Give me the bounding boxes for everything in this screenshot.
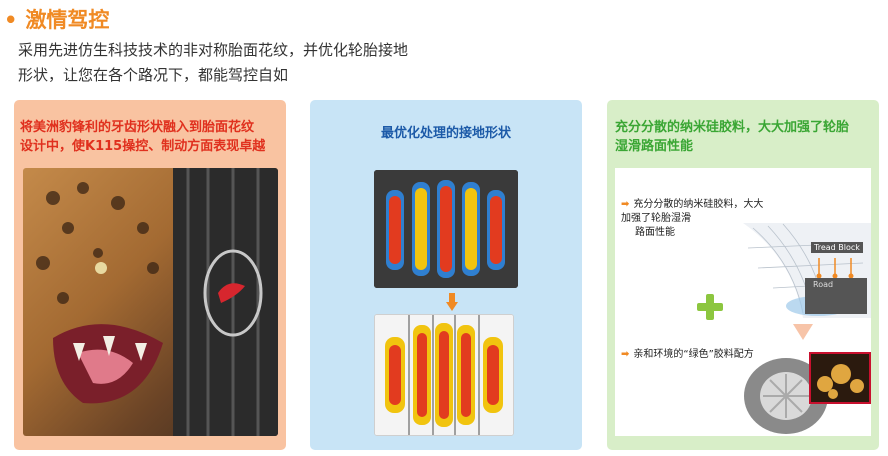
- silica-bullet-1-line-2: 路面性能: [635, 227, 675, 238]
- silica-bonds-icon: [816, 258, 854, 278]
- silica-bullet-1: ➡充分分散的纳米硅胶料，大大加强了轮胎湿滑 路面性能: [621, 198, 771, 240]
- panel-silica-caption-line-2: 湿滑路面性能: [615, 139, 694, 154]
- panel-leopard-caption-line-1: 将美洲豹锋利的牙齿形状融入到胎面花纹: [20, 120, 255, 135]
- tread-heatmap-image: [374, 170, 518, 288]
- silica-microscope-image: [809, 352, 871, 404]
- footprint-image: [374, 314, 514, 436]
- leopard-image: [23, 168, 278, 436]
- down-arrow-silica-icon: [793, 318, 813, 346]
- panel-leopard-caption-line-2: 设计中，使K115操控、制动方面表现卓越: [20, 139, 266, 154]
- panel-footprint: 最优化处理的接地形状: [310, 100, 582, 450]
- tire-image: [744, 358, 828, 434]
- arrow-right-icon-2: ➡: [621, 349, 630, 360]
- title-bullet: •: [4, 8, 18, 32]
- intro-text: 采用先进仿生科技技术的非对称胎面花纹，并优化轮胎接地 形状，让您在各个路况下，都…: [18, 38, 488, 88]
- silica-bullet-2: ➡亲和环境的“绿色”胶料配方: [621, 348, 754, 362]
- panel-leopard-caption: 将美洲豹锋利的牙齿形状融入到胎面花纹 设计中，使K115操控、制动方面表现卓越: [20, 118, 282, 156]
- silica-bullet-2-text: 亲和环境的“绿色”胶料配方: [633, 349, 754, 360]
- footprint-illustration: [375, 315, 513, 435]
- leopard-illustration: [36, 168, 278, 436]
- silica-diagram: ➡充分分散的纳米硅胶料，大大加强了轮胎湿滑 路面性能 Tread Block R…: [615, 168, 871, 436]
- label-tread-block: Tread Block: [811, 242, 863, 253]
- label-road: Road: [813, 280, 834, 289]
- section-title: • 激情驾控: [4, 4, 109, 34]
- title-text: 激情驾控: [25, 8, 110, 32]
- panel-silica-caption-line-1: 充分分散的纳米硅胶料，大大加强了轮胎: [615, 120, 850, 135]
- plus-icon: [695, 292, 725, 326]
- arrow-right-icon: ➡: [621, 199, 630, 210]
- panel-silica-caption: 充分分散的纳米硅胶料，大大加强了轮胎 湿滑路面性能: [615, 118, 873, 156]
- panel-silica: 充分分散的纳米硅胶料，大大加强了轮胎 湿滑路面性能 ➡充分分散的纳米硅胶料，大大…: [607, 100, 879, 450]
- silica-bullet-1-line-1: 充分分散的纳米硅胶料，大大加强了轮胎湿滑: [621, 199, 764, 224]
- panel-footprint-caption: 最优化处理的接地形状: [380, 126, 511, 141]
- tread-heatmap-illustration: [374, 170, 518, 288]
- panel-leopard: 将美洲豹锋利的牙齿形状融入到胎面花纹 设计中，使K115操控、制动方面表现卓越: [14, 100, 286, 450]
- intro-line-2: 形状，让您在各个路况下，都能驾控自如: [18, 66, 289, 84]
- intro-line-1: 采用先进仿生科技技术的非对称胎面花纹，并优化轮胎接地: [18, 41, 409, 59]
